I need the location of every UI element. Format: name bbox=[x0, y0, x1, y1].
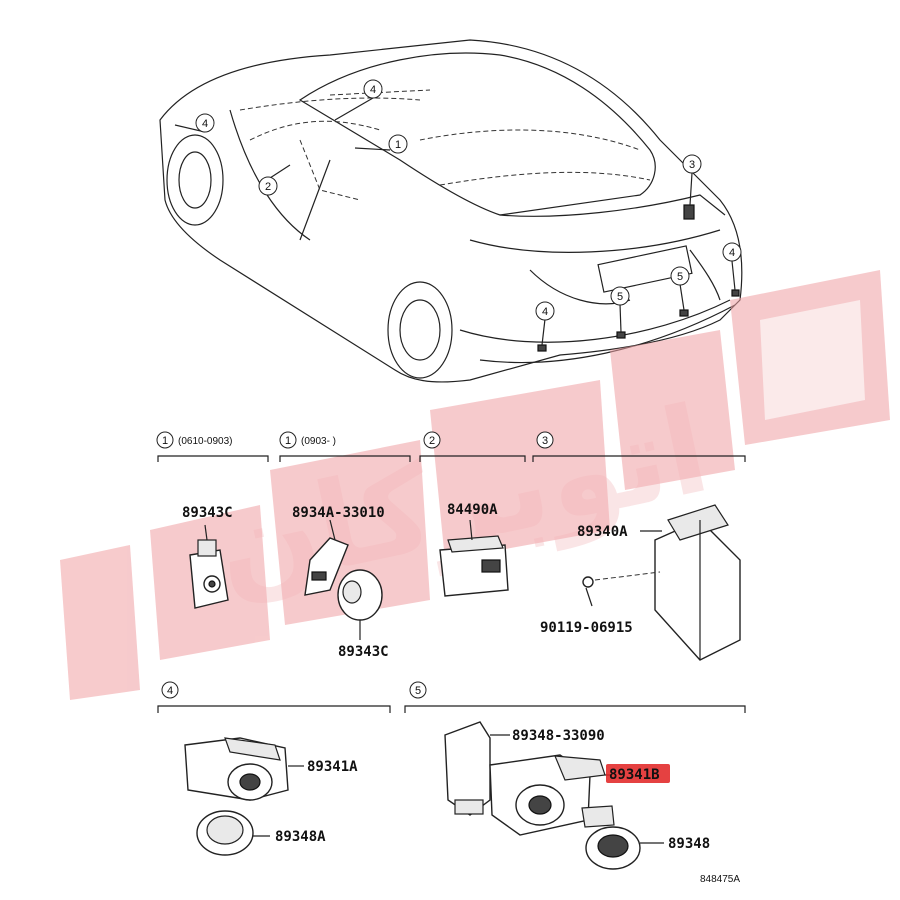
part-84490A-switch bbox=[439, 519, 509, 597]
part-8934A-bracket bbox=[304, 519, 349, 596]
diagram-reference: 848475A bbox=[700, 874, 740, 885]
part-89343C-sensor-a bbox=[189, 524, 229, 609]
label-89343C-a[interactable]: 89343C bbox=[182, 505, 233, 521]
label-89340A[interactable]: 89340A bbox=[577, 524, 628, 540]
svg-text:4: 4 bbox=[370, 84, 376, 96]
part-89348A-retainer bbox=[196, 810, 270, 856]
svg-text:1: 1 bbox=[162, 435, 168, 447]
callout-4-bottom: 4 bbox=[535, 301, 555, 346]
svg-text:4: 4 bbox=[542, 306, 548, 318]
part-90119-bolt bbox=[582, 571, 661, 607]
group-headers: 1 (0610-0903) 1 (0903- ) 2 3 4 5 bbox=[156, 431, 746, 713]
part-89341A-sensor bbox=[184, 737, 304, 801]
label-89341A[interactable]: 89341A bbox=[307, 759, 358, 775]
group-header-3: 3 bbox=[532, 431, 746, 462]
callout-4-right: 4 bbox=[722, 242, 742, 291]
callout-1: 1 bbox=[354, 134, 408, 154]
label-89343C-b[interactable]: 89343C bbox=[338, 644, 389, 660]
svg-text:2: 2 bbox=[265, 181, 271, 193]
group-header-4: 4 bbox=[157, 681, 391, 713]
callout-5-right: 5 bbox=[670, 266, 690, 311]
part-89340A-ecu bbox=[640, 504, 741, 661]
label-8934A-33010[interactable]: 8934A-33010 bbox=[292, 505, 385, 521]
svg-text:5: 5 bbox=[677, 271, 683, 283]
label-89348[interactable]: 89348 bbox=[668, 836, 710, 852]
svg-text:3: 3 bbox=[542, 435, 548, 447]
svg-text:4: 4 bbox=[167, 685, 173, 697]
group-header-5: 5 bbox=[404, 681, 746, 713]
callout-3: 3 bbox=[682, 154, 702, 206]
svg-text:3: 3 bbox=[689, 159, 695, 171]
label-84490A[interactable]: 84490A bbox=[447, 502, 498, 518]
group-header-1a: 1 (0610-0903) bbox=[156, 431, 269, 462]
callout-4-top: 4 bbox=[334, 79, 383, 121]
group-header-1b: 1 (0903- ) bbox=[279, 431, 411, 462]
callout-5-mid: 5 bbox=[610, 286, 630, 333]
svg-text:2: 2 bbox=[429, 435, 435, 447]
highlight-89341B bbox=[606, 764, 670, 783]
label-89348A[interactable]: 89348A bbox=[275, 829, 326, 845]
part-89343C-sensor-b bbox=[337, 569, 383, 640]
label-89348-33090[interactable]: 89348-33090 bbox=[512, 728, 605, 744]
callout-2: 2 bbox=[258, 164, 291, 196]
svg-text:1: 1 bbox=[285, 435, 291, 447]
svg-text:4: 4 bbox=[729, 247, 735, 259]
group-header-2: 2 bbox=[419, 431, 526, 462]
svg-text:(0610-0903): (0610-0903) bbox=[178, 436, 232, 447]
part-89341B-sensor bbox=[489, 754, 612, 836]
part-89348-retainer bbox=[581, 805, 664, 870]
label-90119-06915[interactable]: 90119-06915 bbox=[540, 620, 633, 636]
car-callouts: 4 4 1 2 3 4 5 bbox=[174, 79, 742, 346]
svg-text:(0903- ): (0903- ) bbox=[301, 436, 336, 447]
callout-4-left: 4 bbox=[174, 113, 215, 133]
svg-text:1: 1 bbox=[395, 139, 401, 151]
svg-text:5: 5 bbox=[415, 685, 421, 697]
label-89341B[interactable]: 89341B bbox=[609, 767, 660, 783]
part-89348-33090-holder bbox=[444, 721, 510, 816]
svg-text:4: 4 bbox=[202, 118, 208, 130]
car-illustration bbox=[159, 39, 743, 383]
svg-text:5: 5 bbox=[617, 291, 623, 303]
